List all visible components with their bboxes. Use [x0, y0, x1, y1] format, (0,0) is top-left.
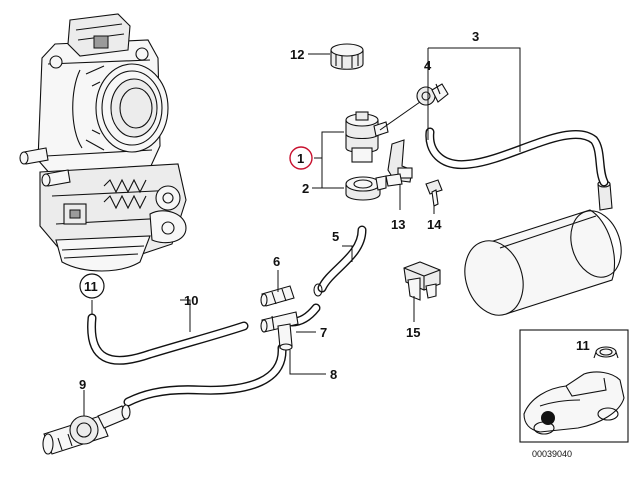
part-label-1: 1	[297, 151, 304, 166]
part-label-6: 6	[273, 254, 280, 269]
part-label-11: 11	[84, 279, 98, 294]
part-14-bolt	[425, 179, 443, 207]
part-13-bracket	[385, 139, 413, 187]
part-15-clip	[403, 261, 441, 301]
part-labels: 12 1 2 3 4 5 6 7 8 9 10 11 13 14 15	[79, 29, 479, 392]
part-label-8: 8	[330, 367, 337, 382]
charcoal-canister	[464, 180, 622, 316]
part-label-1-highlight	[289, 146, 313, 170]
part-4-elbow	[416, 83, 449, 106]
part-label-2: 2	[302, 181, 309, 196]
part-12-cap	[330, 43, 364, 70]
part-label-12: 12	[290, 47, 304, 62]
part-9-check-valve	[42, 404, 131, 455]
diagram-reference-code: 00039040	[532, 449, 572, 459]
part-label-15: 15	[406, 325, 420, 340]
part-label-7: 7	[320, 325, 327, 340]
leader-lines	[83, 47, 521, 416]
part-7-tee	[260, 311, 299, 351]
part-label-5: 5	[332, 229, 339, 244]
throttle-body	[19, 13, 187, 272]
part-label-11-circle	[79, 273, 105, 299]
hoses	[87, 127, 609, 407]
part-label-3: 3	[472, 29, 479, 44]
part-2-holder	[345, 175, 387, 201]
inset-clamp	[593, 346, 619, 359]
inset-car	[523, 371, 625, 435]
part-label-10: 10	[184, 293, 198, 308]
inset-location-dot	[541, 411, 555, 425]
part-label-13: 13	[391, 217, 405, 232]
inset-panel: 11	[519, 329, 629, 443]
part-label-4: 4	[424, 58, 432, 73]
part-1-valve	[345, 111, 389, 163]
part-label-14: 14	[427, 217, 442, 232]
part-label-9: 9	[79, 377, 86, 392]
inset-label: 11	[576, 338, 590, 353]
part-6-connector	[260, 283, 323, 307]
